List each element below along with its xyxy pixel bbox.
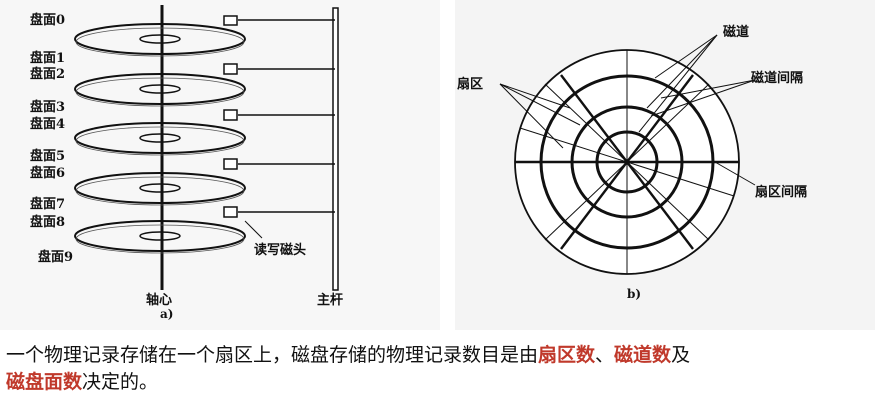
caption-part-3: 决定的。: [82, 371, 159, 393]
platter-stack-diagram: 盘面0 盘面1 盘面2 盘面3 盘面4 盘面5 盘面6 盘面7 盘面8 盘面9 …: [30, 5, 343, 321]
head-arm-group: [223, 15, 335, 218]
figure-b-disk-surface: 扇区 磁道 磁道间隔 扇区间隔 b): [455, 0, 875, 330]
platter-3: [74, 73, 246, 107]
sub-caption-b: b): [627, 287, 641, 301]
platter-label-0: 盘面9: [38, 249, 73, 265]
platter-label-3: 盘面6: [30, 165, 65, 181]
platter-label-6: 盘面3: [30, 99, 65, 115]
highlight-track-count: 磁道数: [614, 344, 672, 366]
head-label-leader: [244, 220, 263, 239]
figure-a-platter-stack: 盘面0 盘面1 盘面2 盘面3 盘面4 盘面5 盘面6 盘面7 盘面8 盘面9 …: [0, 0, 440, 330]
platter-label-9: 盘面0: [30, 12, 65, 28]
platter-label-7: 盘面2: [30, 66, 65, 82]
platter-label-4: 盘面5: [30, 148, 65, 164]
caption-part-2: 及: [671, 344, 691, 366]
caption-text: 一个物理记录存储在一个扇区上，磁盘存储的物理记录数目是由扇区数、磁道数及磁盘面数…: [6, 342, 876, 396]
track-gap-label: 磁道间隔: [751, 70, 803, 86]
sector-label: 扇区: [457, 76, 483, 92]
platter-1: [74, 172, 246, 206]
disk-surface-diagram: 扇区 磁道 磁道间隔 扇区间隔 b): [457, 24, 807, 301]
track-label: 磁道: [723, 24, 749, 40]
highlight-surface-count: 磁盘面数: [6, 371, 83, 393]
platter-label-1: 盘面8: [30, 214, 65, 230]
platter-4: [74, 23, 246, 57]
sub-caption-a: a): [160, 307, 173, 321]
sector-fine-lines: [519, 50, 735, 274]
axis-label: 轴心: [146, 292, 172, 308]
caption-separator: 、: [595, 344, 615, 366]
platter-2: [74, 122, 246, 156]
label-pointers: [499, 34, 756, 186]
caption-part-1: 一个物理记录存储在一个扇区上，磁盘存储的物理记录数目是由: [6, 344, 539, 366]
rod-label: 主杆: [317, 292, 343, 308]
head-label: 读写磁头: [254, 242, 306, 258]
main-rod: [332, 7, 339, 291]
platter-label-8: 盘面1: [30, 50, 65, 66]
sector-gap-label: 扇区间隔: [755, 184, 807, 200]
platter-0: [74, 220, 246, 254]
platter-label-2: 盘面7: [30, 196, 65, 212]
platter-label-5: 盘面4: [30, 116, 65, 132]
highlight-sector-count: 扇区数: [538, 344, 596, 366]
